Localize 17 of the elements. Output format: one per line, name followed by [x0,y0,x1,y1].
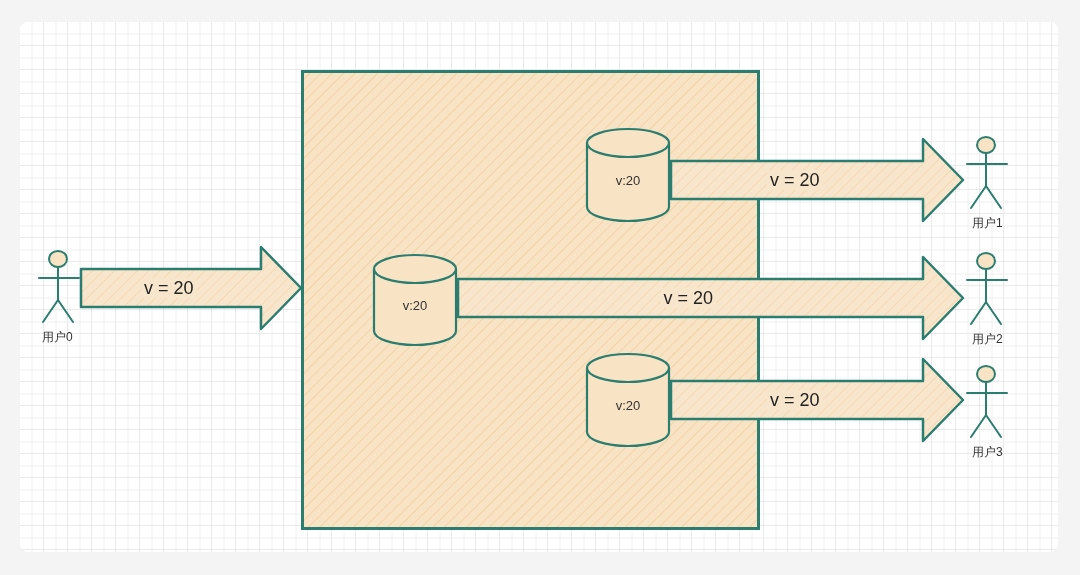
user-caption: 用户3 [972,445,1003,459]
database-cylinder: v:20 [585,127,671,223]
edge-label: v = 20 [141,278,197,298]
block-arrow [79,245,303,331]
user-caption: 用户2 [972,332,1003,346]
block-arrow [456,255,965,341]
block-arrow [669,357,965,443]
edge-label: v = 20 [767,170,823,190]
block-arrow [669,137,965,223]
server-box [301,70,760,530]
edge-label: v = 20 [660,288,717,308]
database-cylinder: v:20 [372,253,458,347]
database-cylinder: v:20 [585,352,671,448]
stick-figure [35,248,81,324]
edge-label: v = 20 [767,390,823,410]
user-caption: 用户0 [42,330,73,344]
user-caption: 用户1 [972,216,1003,230]
